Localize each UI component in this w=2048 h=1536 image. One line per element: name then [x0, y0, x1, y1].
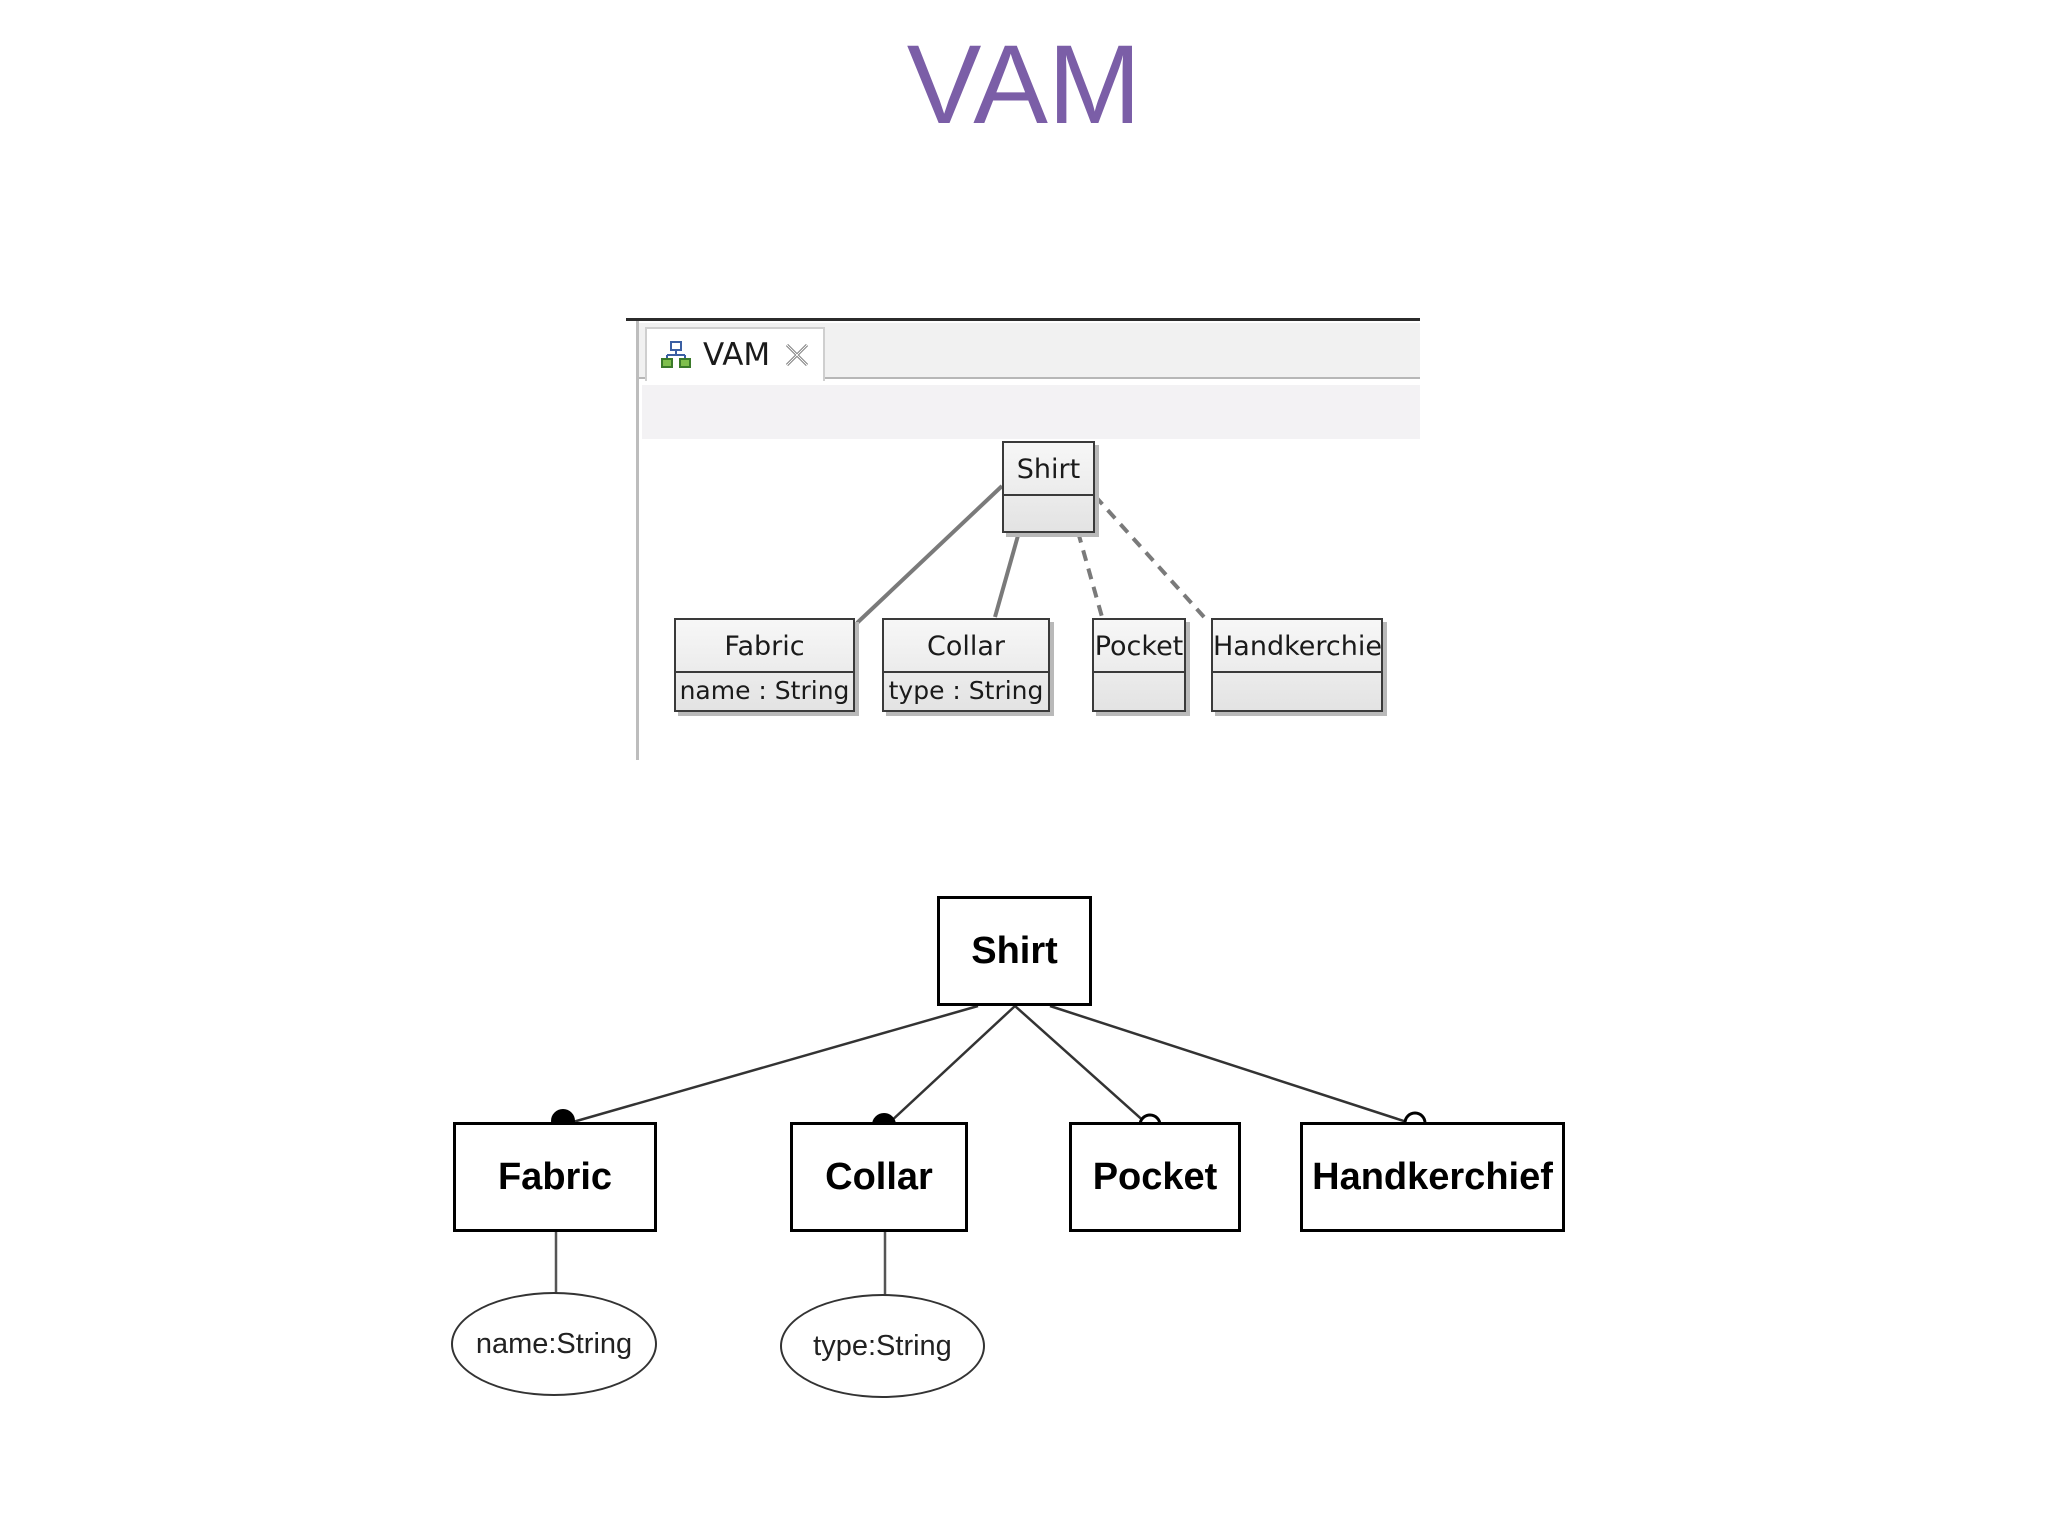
fm-link-handkerchief [1049, 1004, 1414, 1126]
slide-title: VAM [906, 22, 1142, 147]
uml-link-pocket [1076, 531, 1104, 618]
editor-border [636, 321, 639, 760]
editor-tab-label: VAM [703, 337, 771, 373]
uml-link-fabric [855, 484, 1004, 625]
uml-link-collar [993, 531, 1021, 618]
uml-class-handkerchief[interactable]: Handkerchief [1211, 618, 1383, 712]
hierarchy-icon [661, 341, 691, 368]
feature-fabric: Fabric [453, 1122, 657, 1232]
editor-border [626, 318, 1420, 321]
feature-handkerchief: Handkerchief [1300, 1122, 1565, 1232]
feature-pocket: Pocket [1069, 1122, 1241, 1232]
uml-link-handkerchief [1093, 494, 1206, 619]
editor-tab-vam[interactable]: VAM [645, 327, 825, 381]
feature-attribute-collar: type:String [780, 1294, 985, 1398]
uml-class-collar[interactable]: Collar type : String [882, 618, 1050, 712]
uml-class-attribute: type : String [888, 676, 1044, 705]
uml-class-name: Pocket [1094, 620, 1184, 673]
uml-class-shirt[interactable]: Shirt [1002, 441, 1095, 533]
uml-class-fabric[interactable]: Fabric name : String [674, 618, 855, 712]
fm-link-fabric [565, 1004, 979, 1126]
editor-toolbar [642, 385, 1420, 439]
diagram-editor: VAM Shirt Fabric name : String Collar ty… [626, 318, 1420, 760]
uml-class-pocket[interactable]: Pocket [1092, 618, 1186, 712]
fm-link-collar [887, 1005, 1016, 1125]
uml-class-name: Fabric [676, 620, 853, 673]
uml-class-name: Shirt [1004, 443, 1093, 496]
uml-class-name: Handkerchief [1213, 620, 1381, 673]
uml-class-name: Collar [884, 620, 1048, 673]
feature-collar: Collar [790, 1122, 968, 1232]
editor-tab-strip: VAM [639, 323, 1420, 381]
close-icon[interactable] [784, 342, 810, 368]
uml-connectors [855, 484, 1206, 625]
uml-class-attribute: name : String [679, 676, 850, 705]
fm-link-pocket [1014, 1005, 1148, 1125]
feature-attribute-fabric: name:String [451, 1292, 657, 1396]
feature-shirt: Shirt [937, 896, 1092, 1006]
